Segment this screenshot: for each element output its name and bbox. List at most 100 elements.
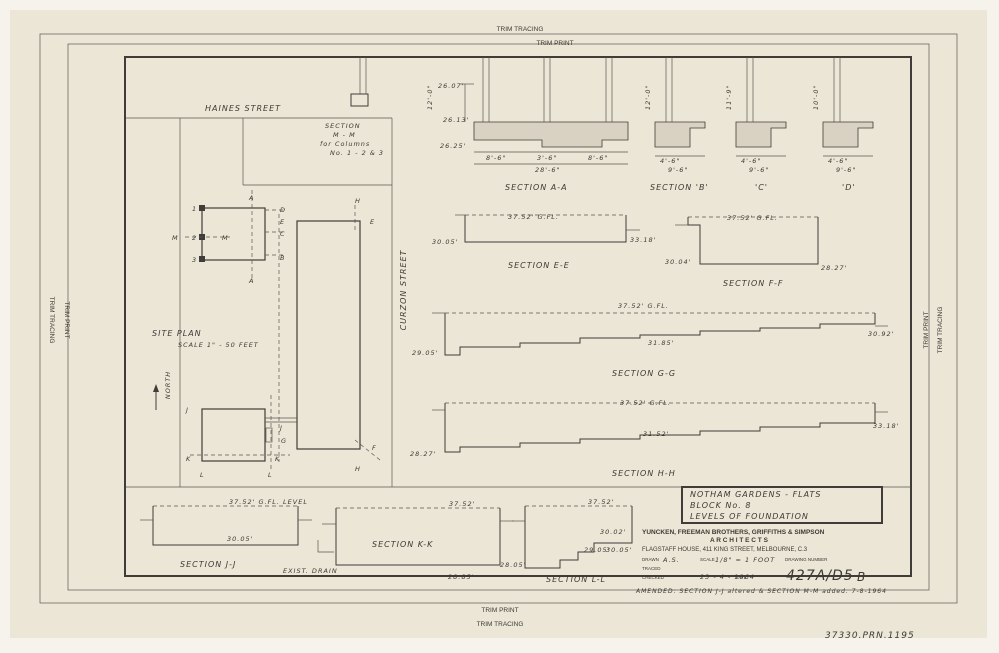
svg-text:8'-6": 8'-6" — [486, 154, 506, 162]
svg-text:H: H — [355, 465, 361, 473]
aa-level-1: 26.07' — [438, 82, 464, 90]
section-jj: 37.52' G.FL. LEVEL 30.05' SECTION J-J — [140, 498, 312, 569]
section-gg-label: SECTION G-G — [612, 369, 676, 378]
svg-text:DATE: DATE — [735, 575, 747, 580]
section-hh: 37.52' G.FL. 28.27' 31.52' 33.18' SECTIO… — [410, 399, 898, 478]
architect-role: A R C H I T E C T S — [710, 537, 769, 544]
svg-text:37.52' G.FL.: 37.52' G.FL. — [508, 213, 559, 221]
svg-text:29.05': 29.05' — [412, 349, 438, 357]
svg-text:31.52': 31.52' — [643, 430, 669, 438]
svg-text:30.05': 30.05' — [432, 238, 458, 246]
drawing-number: 427A/D5 — [786, 568, 854, 584]
svg-text:2: 2 — [192, 234, 197, 242]
svg-text:4'-6": 4'-6" — [828, 157, 848, 165]
svg-text:B: B — [280, 254, 285, 262]
svg-text:DRAWN: DRAWN — [642, 557, 659, 562]
svg-text:9'-6": 9'-6" — [668, 166, 688, 174]
section-mm-title: SECTION — [325, 122, 361, 130]
amendment-note: AMENDED: SECTION J-J altered & SECTION M… — [635, 588, 887, 595]
svg-text:C: C — [280, 230, 286, 238]
svg-text:SCALE: SCALE — [700, 557, 715, 562]
section-mm-note2: No. 1 - 2 & 3 — [330, 149, 384, 157]
section-aa-label: SECTION A-A — [505, 183, 568, 192]
site-plan: HAINES STREET CURZON STREET SECTION M - … — [126, 57, 408, 487]
drawn-by: A.S. — [662, 556, 680, 564]
section-ee-label: SECTION E-E — [508, 261, 570, 270]
column-1 — [199, 205, 205, 211]
svg-text:DRAWING NUMBER: DRAWING NUMBER — [785, 557, 828, 562]
svg-text:M: M — [222, 234, 229, 242]
section-ff-label: SECTION F-F — [723, 279, 783, 288]
section-mm-note1: for Columns — [320, 140, 370, 148]
street-curzon: CURZON STREET — [399, 249, 408, 330]
svg-text:28'-6": 28'-6" — [535, 166, 561, 174]
svg-text:37.52' G.FL.: 37.52' G.FL. — [727, 214, 778, 222]
section-b: 12'-0" 4'-6" 9'-6" SECTION 'B' — [644, 57, 708, 192]
section-ee: 37.52' G.FL. 30.05' 33.18' SECTION E-E — [432, 213, 655, 270]
svg-text:G: G — [281, 437, 287, 445]
svg-text:31.85': 31.85' — [648, 339, 674, 347]
svg-text:30.04': 30.04' — [665, 258, 691, 266]
section-d: 10'-0" 4'-6" 9'-6" 'D' — [812, 57, 874, 192]
svg-text:37.52': 37.52' — [588, 498, 614, 506]
scale-value: 1/8" = 1 FOOT — [715, 556, 775, 564]
svg-text:30.02': 30.02' — [600, 528, 626, 536]
svg-text:M: M — [172, 234, 179, 242]
building-block-jkl — [201, 408, 266, 462]
svg-text:H: H — [355, 197, 361, 205]
svg-text:A: A — [248, 277, 254, 285]
svg-text:4'-6": 4'-6" — [741, 157, 761, 165]
section-jj-label: SECTION J-J — [180, 560, 236, 569]
trim-print-left: TRIM PRINT — [63, 301, 70, 338]
column-3 — [199, 256, 205, 262]
street-haines: HAINES STREET — [205, 104, 281, 113]
title-block: NOTHAM GARDENS - FLATS BLOCK No. 8 LEVEL… — [635, 486, 887, 595]
svg-text:E: E — [280, 218, 285, 226]
svg-text:4'-6": 4'-6" — [660, 157, 680, 165]
column-footing — [350, 93, 369, 107]
section-d-label: 'D' — [842, 183, 856, 192]
revision-letter: B — [857, 570, 866, 584]
archive-stamp: 37330.PRN.1195 — [825, 631, 915, 641]
svg-text:9'-6": 9'-6" — [749, 166, 769, 174]
trim-print-top: TRIM PRINT — [536, 40, 573, 47]
svg-text:CHECKED: CHECKED — [642, 575, 665, 580]
svg-text:28.05': 28.05' — [500, 561, 526, 569]
section-ll-label: SECTION L-L — [546, 575, 606, 584]
drawing-border — [124, 56, 912, 577]
section-hh-label: SECTION H-H — [612, 469, 676, 478]
date-value: 23 - 4 - 1964 — [700, 573, 755, 581]
svg-text:K: K — [186, 455, 191, 463]
svg-text:11'-9": 11'-9" — [725, 84, 733, 110]
svg-text:J: J — [278, 424, 283, 432]
site-plan-scale: SCALE 1" - 50 FEET — [178, 341, 259, 349]
svg-text:1: 1 — [192, 205, 197, 213]
svg-text:28.27': 28.27' — [821, 264, 847, 272]
trim-print-bottom: TRIM PRINT — [481, 607, 518, 614]
svg-text:J: J — [184, 406, 189, 414]
svg-text:29.05': 29.05' — [584, 546, 610, 554]
svg-text:28.85': 28.85' — [448, 573, 474, 581]
svg-text:37.52' G.FL.: 37.52' G.FL. — [620, 399, 671, 407]
project-name: NOTHAM GARDENS - FLATS — [690, 490, 822, 499]
exist-drain-note: EXIST. DRAIN — [283, 567, 338, 575]
svg-text:30.05': 30.05' — [227, 535, 253, 543]
architect-firm: YUNCKEN, FREEMAN BROTHERS, GRIFFITHS & S… — [642, 529, 825, 536]
svg-text:12'-0": 12'-0" — [426, 84, 434, 110]
trim-tracing-right: TRIM TRACING — [937, 307, 944, 354]
svg-text:3'-6": 3'-6" — [537, 154, 557, 162]
svg-text:37.52': 37.52' — [449, 500, 475, 508]
svg-text:12'-0": 12'-0" — [644, 84, 652, 110]
svg-text:D: D — [280, 206, 286, 214]
north-label: NORTH — [164, 371, 172, 399]
section-kk: 37.52' 28.85' 28.05' SECTION K-K EXIST. … — [283, 500, 526, 581]
trim-inner-border — [67, 43, 930, 591]
drawing-subject: LEVELS OF FOUNDATION — [690, 512, 809, 521]
svg-text:K: K — [275, 455, 280, 463]
svg-text:L: L — [268, 471, 273, 479]
svg-text:37.52' G.FL. LEVEL: 37.52' G.FL. LEVEL — [229, 498, 308, 506]
section-ll: 37.52' 30.02' 30.05' 29.05' SECTION L-L — [512, 498, 633, 584]
trim-tracing-top: TRIM TRACING — [497, 26, 544, 33]
aa-level-2: 26.13' — [443, 116, 469, 124]
